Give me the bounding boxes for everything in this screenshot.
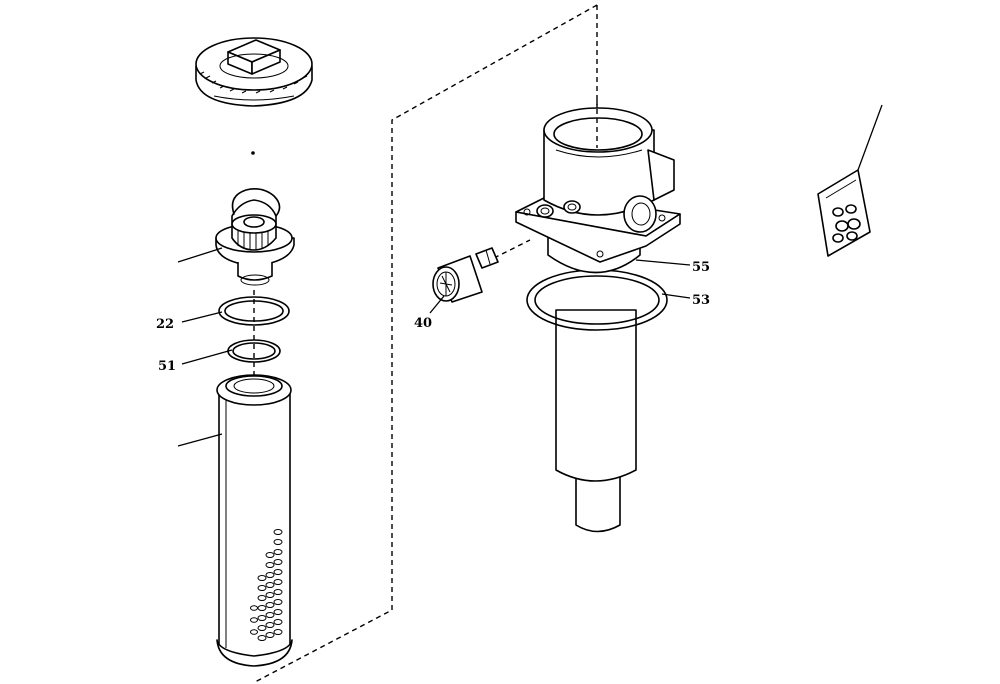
seal-kit-bag bbox=[817, 169, 871, 257]
leader-seal-kit bbox=[857, 104, 883, 171]
leader-40 bbox=[429, 295, 445, 314]
assembly-boundary-dashed bbox=[254, 4, 598, 683]
filter-head bbox=[215, 188, 295, 286]
element-perforations bbox=[250, 529, 283, 641]
filter-housing bbox=[515, 107, 681, 533]
leader-filter-head bbox=[177, 247, 223, 263]
callout-40: 40 bbox=[414, 316, 432, 331]
callout-53: 53 bbox=[692, 293, 710, 308]
pressure-gauge-indicator bbox=[432, 239, 531, 303]
leader-55 bbox=[635, 259, 691, 266]
leader-22 bbox=[181, 311, 223, 323]
small-dot bbox=[251, 151, 255, 155]
filter-element bbox=[216, 374, 293, 667]
leader-51 bbox=[181, 349, 233, 365]
leader-53 bbox=[661, 293, 691, 299]
callout-22: 22 bbox=[156, 317, 174, 332]
leader-element bbox=[177, 433, 223, 447]
o-ring-51 bbox=[227, 339, 281, 363]
callout-55: 55 bbox=[692, 260, 710, 275]
filler-cap bbox=[195, 37, 313, 107]
callout-51: 51 bbox=[158, 359, 176, 374]
